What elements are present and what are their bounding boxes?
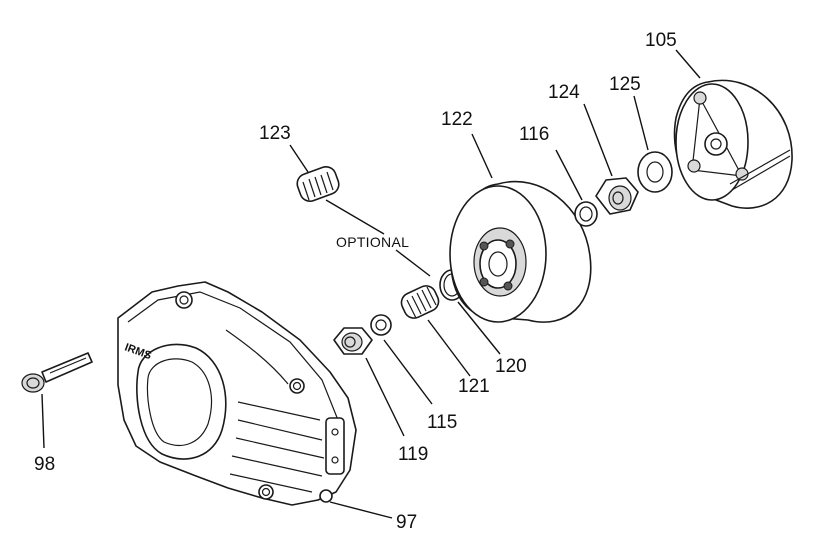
part-116-washer: [574, 201, 598, 227]
label-119: 119: [398, 444, 428, 465]
part-123-needle-bearing: [296, 166, 340, 202]
label-123: 123: [259, 123, 291, 144]
part-115-washer: [370, 314, 392, 336]
label-105: 105: [645, 30, 677, 51]
optional-label: OPTIONAL: [336, 234, 409, 250]
label-97: 97: [396, 512, 417, 533]
part-105-clutch: [673, 79, 793, 209]
label-120: 120: [495, 356, 527, 377]
part-98-bolt: [21, 352, 93, 393]
label-115: 115: [427, 412, 457, 433]
leader-lines: [41, 49, 701, 519]
part-125-washer: [637, 151, 673, 193]
part-97-clutch-cover: IRMS: [117, 281, 357, 506]
part-124-nut: [595, 177, 639, 215]
part-119-nut: [333, 327, 373, 355]
part-122-clutch-drum: [449, 180, 592, 323]
label-125: 125: [609, 74, 641, 95]
label-124: 124: [548, 82, 580, 103]
label-116: 116: [519, 124, 549, 145]
label-122: 122: [441, 109, 473, 130]
label-121: 121: [458, 376, 490, 397]
label-98: 98: [34, 454, 55, 475]
part-121-needle-bearing: [400, 285, 440, 319]
